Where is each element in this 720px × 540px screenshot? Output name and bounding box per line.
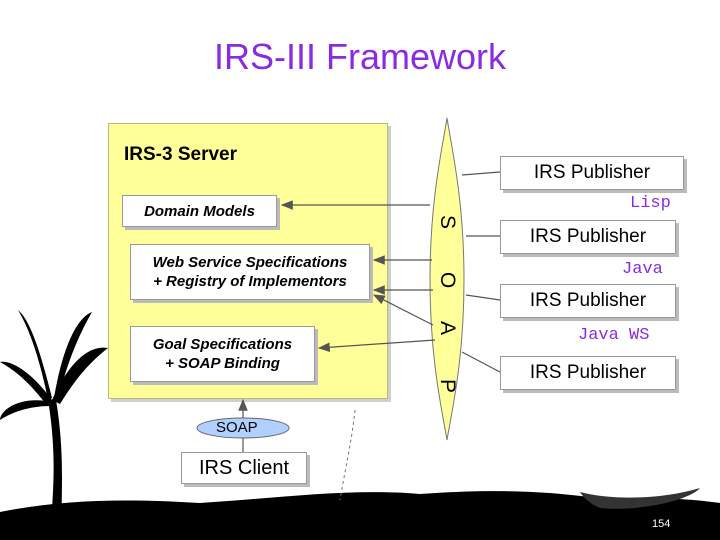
server-title: IRS-3 Server <box>124 144 238 165</box>
irs-client-box: IRS Client <box>181 452 307 484</box>
page-number: 154 <box>652 518 671 530</box>
goal-specs-box: Goal Specifications + SOAP Binding <box>130 326 315 382</box>
publisher-java-language: Java <box>622 260 663 279</box>
web-service-specs-label: Web Service Specifications + Registry of… <box>152 254 348 290</box>
domain-models-box: Domain Models <box>122 195 277 227</box>
soap-letter-p: P <box>436 378 459 393</box>
soap-letter-s: S <box>436 214 459 229</box>
publisher-java-box: IRS Publisher <box>500 220 676 254</box>
publisher-box: IRS Publisher <box>500 356 676 390</box>
domain-models-label: Domain Models <box>144 202 255 220</box>
web-service-specs-box: Web Service Specifications + Registry of… <box>130 244 370 300</box>
slide-title: IRS-III Framework <box>213 36 507 77</box>
soap-letter-o: O <box>436 271 459 289</box>
publisher-javaws-box: IRS Publisher <box>500 284 676 318</box>
goal-specs-label: Goal Specifications + SOAP Binding <box>152 336 293 372</box>
soap-label: SOAP <box>216 419 258 436</box>
publisher-javaws-language: Java WS <box>578 326 650 345</box>
publisher-lisp-box: IRS Publisher <box>500 156 684 190</box>
soap-letter-a: A <box>436 320 459 335</box>
publisher-lisp-language: Lisp <box>630 194 671 213</box>
